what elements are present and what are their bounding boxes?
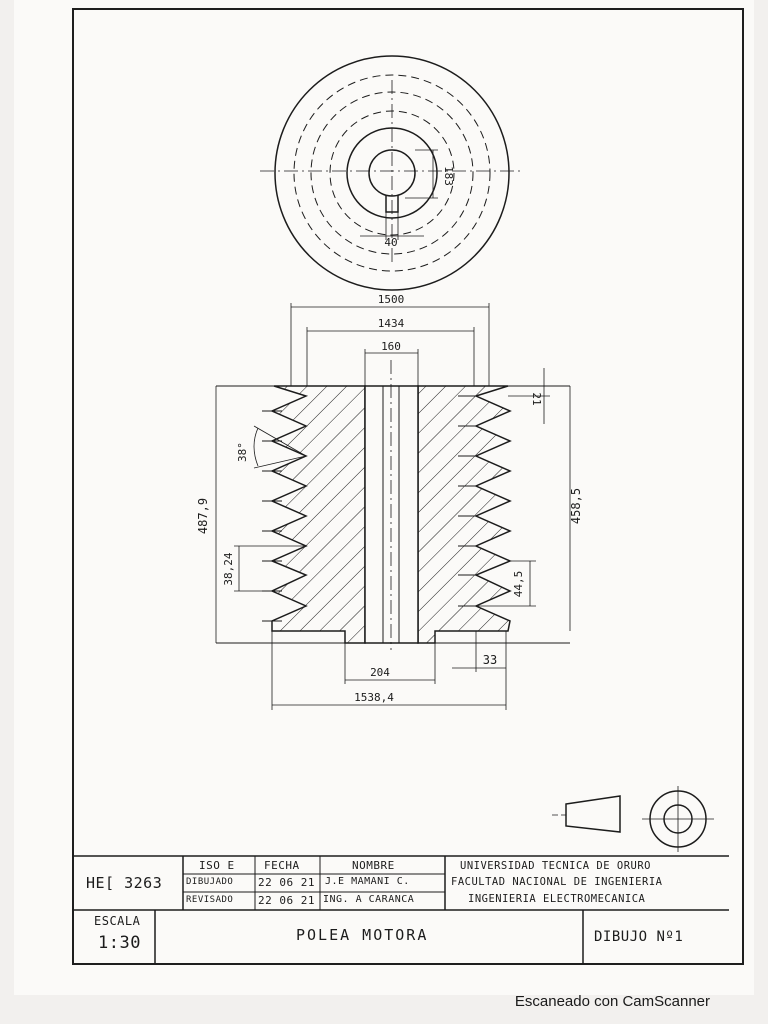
top-view: 183 40	[260, 55, 520, 291]
institution-line-2: FACULTAD NACIONAL DE INGENIERIA	[451, 876, 663, 888]
drawing-frame	[72, 8, 744, 965]
drawing-number: DIBUJO Nº1	[594, 929, 684, 945]
row-role-drawn: DIBUJADO	[186, 877, 234, 887]
dim-line	[253, 455, 307, 469]
institution-line-3: INGENIERIA ELECTROMECANICA	[468, 893, 646, 905]
institution-line-1: UNIVERSIDAD TECNICA DE ORURO	[460, 860, 652, 872]
dim-height-right: 458,5	[569, 488, 583, 524]
scale-value: 1:30	[98, 933, 141, 953]
bore	[364, 385, 419, 644]
dim-keyway-width: 40	[384, 236, 397, 249]
title-block	[72, 855, 729, 964]
dim-height-left: 487,9	[196, 498, 210, 534]
dim-rim: 33	[483, 653, 497, 667]
row-name-drawn: J.E MAMANI C.	[325, 876, 410, 887]
dim-hub: 204	[370, 666, 390, 679]
dim-line	[253, 425, 307, 457]
dim-groove-depth: 21	[530, 392, 543, 405]
groove-marks	[262, 395, 476, 622]
dim-total-width: 1500	[378, 293, 405, 306]
section-left	[270, 385, 366, 644]
outer-circle	[274, 55, 510, 291]
dim-inner-width: 1434	[378, 317, 405, 330]
row-date-revised: 22 06 21	[258, 894, 315, 907]
scanner-watermark: Escaneado con CamScanner	[514, 993, 710, 1010]
drawing-title: POLEA MOTORA	[296, 926, 429, 944]
part-code: HE[ 3263	[86, 874, 163, 892]
dim-pitch-left: 38,24	[222, 552, 235, 585]
section-right	[417, 385, 512, 644]
dim-angle: 38°	[236, 442, 249, 462]
row-date-drawn: 22 06 21	[258, 876, 315, 889]
dashed-circle-outer	[293, 74, 491, 272]
dim-pitch-right: 44,5	[512, 571, 525, 598]
header-col1: ISO E	[199, 859, 235, 872]
scale-label: ESCALA	[94, 914, 141, 928]
dim-overall: 1538,4	[354, 691, 394, 704]
header-col3: NOMBRE	[352, 859, 395, 872]
dim-arc	[253, 427, 259, 467]
header-col2: FECHA	[264, 859, 300, 872]
dim-keyway-height: 183	[442, 166, 455, 186]
front-view: 1500 1434 160 21 487,9 458,5 38° 38,24	[196, 293, 583, 710]
row-role-revised: REVISADO	[186, 895, 234, 905]
projection-symbol	[552, 786, 714, 852]
row-name-revised: ING. A CARANCA	[323, 894, 415, 905]
dim-bore: 160	[381, 340, 401, 353]
